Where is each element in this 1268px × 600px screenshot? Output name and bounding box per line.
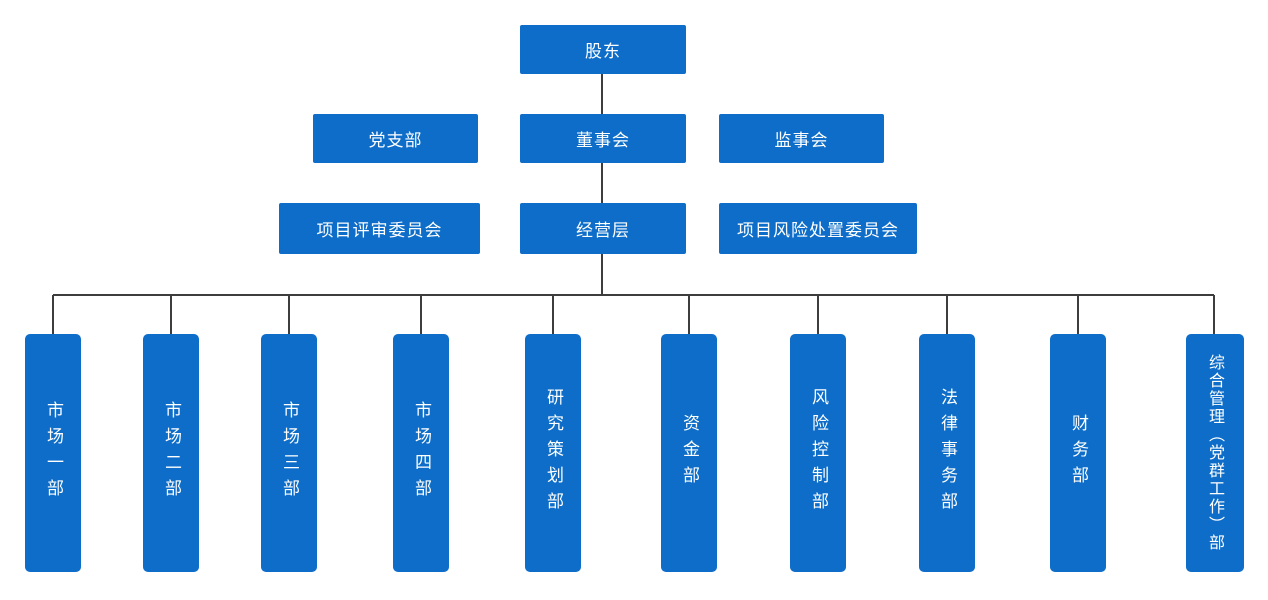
dept-legal-affairs: 法律事务部 xyxy=(919,334,975,572)
dept-treasury: 资金部 xyxy=(661,334,717,572)
dept-market-3: 市场三部 xyxy=(261,334,317,572)
dept-market-1: 市场一部 xyxy=(25,334,81,572)
node-board-of-directors: 董事会 xyxy=(520,114,686,163)
dept-finance: 财务部 xyxy=(1050,334,1106,572)
node-management-level: 经营层 xyxy=(520,203,686,254)
node-shareholders: 股东 xyxy=(520,25,686,74)
node-party-branch: 党支部 xyxy=(313,114,478,163)
dept-market-2: 市场二部 xyxy=(143,334,199,572)
dept-research-planning: 研究策划部 xyxy=(525,334,581,572)
node-project-risk-committee: 项目风险处置委员会 xyxy=(719,203,917,254)
node-supervisory-board: 监事会 xyxy=(719,114,884,163)
dept-risk-control: 风险控制部 xyxy=(790,334,846,572)
node-project-review-committee: 项目评审委员会 xyxy=(279,203,480,254)
dept-general-management-party-affairs: 综合管理（党群工作）部 xyxy=(1186,334,1244,572)
dept-market-4: 市场四部 xyxy=(393,334,449,572)
